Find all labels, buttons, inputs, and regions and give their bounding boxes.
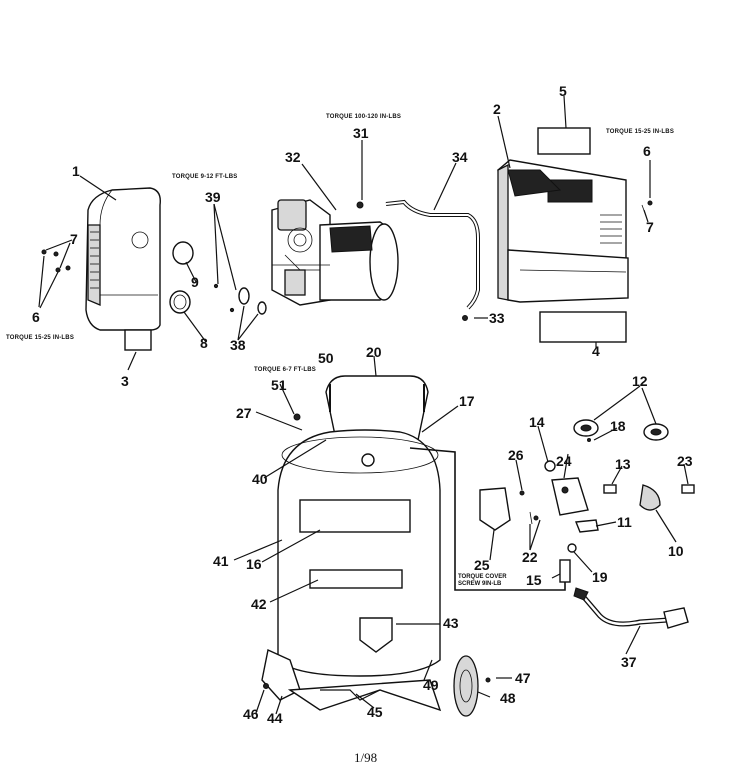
- part-label-27: 27: [236, 405, 252, 421]
- part-label-18: 18: [610, 418, 626, 434]
- part-label-32: 32: [285, 149, 301, 165]
- part-label-39: 39: [205, 189, 221, 205]
- torque-note-15-25-right: TORQUE 15-25 IN-LBS: [606, 129, 674, 135]
- air-tank: [261, 375, 491, 717]
- leader-lines: [38, 95, 689, 715]
- part-label-20: 20: [366, 344, 382, 360]
- part-label-25: 25: [474, 557, 490, 573]
- part-label-4: 4: [592, 343, 600, 359]
- filter-parts: [169, 241, 267, 315]
- part-label-37: 37: [621, 654, 637, 670]
- part-label-7-left: 7: [70, 231, 78, 247]
- part-label-48: 48: [500, 690, 516, 706]
- part-label-47: 47: [515, 670, 531, 686]
- page-number: 1/98: [354, 750, 377, 765]
- part-label-5: 5: [559, 83, 567, 99]
- torque-note-9-12: TORQUE 9-12 FT-LBS: [172, 174, 238, 180]
- part-label-38: 38: [230, 337, 246, 353]
- torque-note-100-120: TORQUE 100-120 IN-LBS: [326, 114, 401, 120]
- torque-note-cover-1: TORQUE COVER: [458, 574, 507, 580]
- part-label-10: 10: [668, 543, 684, 559]
- shroud-left: [85, 187, 161, 351]
- part-label-8: 8: [200, 335, 208, 351]
- part-label-9: 9: [191, 274, 199, 290]
- part-label-15: 15: [526, 572, 542, 588]
- part-label-7-right: 7: [646, 219, 654, 235]
- part-label-6-left: 6: [32, 309, 40, 325]
- torque-note-cover-2: SCREW 9IN-LB: [458, 581, 502, 587]
- part-label-11: 11: [617, 514, 632, 530]
- part-label-24: 24: [556, 453, 572, 469]
- part-label-1: 1: [72, 163, 80, 179]
- part-label-17: 17: [459, 393, 475, 409]
- part-label-41: 41: [213, 553, 229, 569]
- part-label-2: 2: [493, 101, 501, 117]
- part-label-45: 45: [367, 704, 383, 720]
- part-label-33: 33: [489, 310, 505, 326]
- part-label-51: 51: [271, 377, 287, 393]
- part-label-42: 42: [251, 596, 267, 612]
- part-label-40: 40: [252, 471, 268, 487]
- part-label-3: 3: [121, 373, 129, 389]
- part-label-26: 26: [508, 447, 524, 463]
- part-label-16: 16: [246, 556, 262, 572]
- torque-note-6-7: TORQUE 6-7 FT-LBS: [254, 367, 316, 373]
- part-label-23: 23: [677, 453, 693, 469]
- part-label-19: 19: [592, 569, 608, 585]
- torque-note-15-25-left: TORQUE 15-25 IN-LBS: [6, 335, 74, 341]
- screws: [41, 200, 653, 321]
- air-hose: [573, 587, 689, 629]
- part-label-49: 49: [423, 677, 439, 693]
- part-label-46: 46: [243, 706, 259, 722]
- outlet-tube: [385, 199, 480, 310]
- part-label-50: 50: [318, 350, 334, 366]
- manifold-parts: [479, 419, 695, 583]
- part-label-44: 44: [267, 710, 283, 726]
- part-label-22: 22: [522, 549, 538, 565]
- part-label-14: 14: [529, 414, 545, 430]
- part-label-31: 31: [353, 125, 369, 141]
- torque-notes: TORQUE 100-120 IN-LBS TORQUE 15-25 IN-LB…: [6, 114, 674, 587]
- part-label-6-right: 6: [643, 143, 651, 159]
- part-label-12: 12: [632, 373, 648, 389]
- part-label-13: 13: [615, 456, 631, 472]
- part-numbers: 1 2 3 4 5 6 6 7 7 8 9 10 11 12 13 14 15 …: [32, 83, 693, 726]
- part-label-34: 34: [452, 149, 468, 165]
- shroud-right: [497, 127, 629, 343]
- motor-pump-assembly: [271, 199, 399, 306]
- part-label-43: 43: [443, 615, 459, 631]
